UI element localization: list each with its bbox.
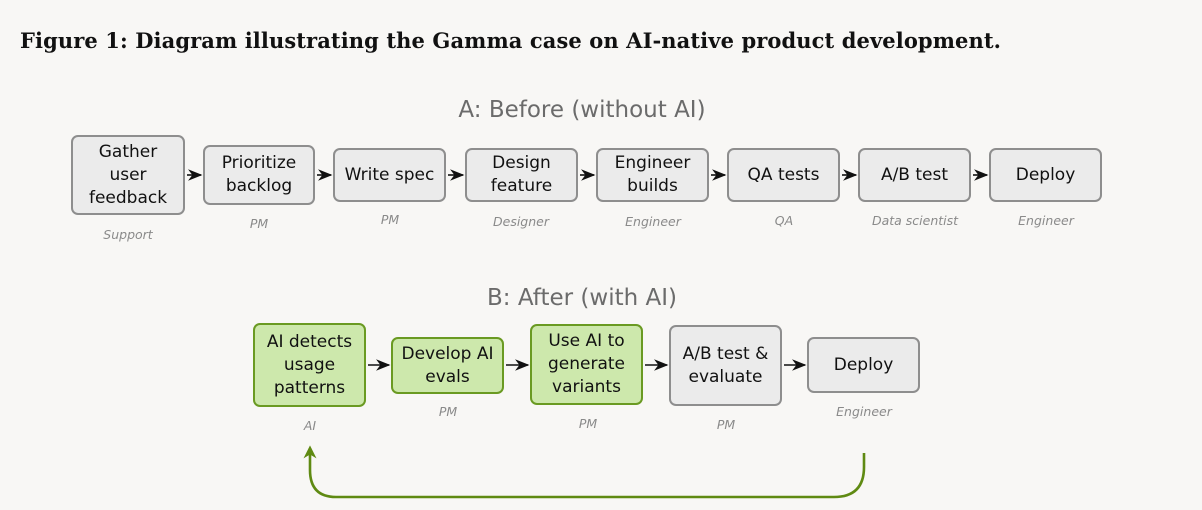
after-step-generate-variants: Use AI to generate variants (530, 324, 643, 405)
after-step-develop-ai-evals: Develop AI evals (391, 337, 504, 394)
after-role-ai: AI (303, 418, 317, 433)
after-step-ai-detects-patterns: AI detects usage patterns (253, 323, 366, 407)
before-role-engineer-1: Engineer (625, 214, 681, 229)
section-title-after: B: After (with AI) (487, 285, 677, 311)
after-role-pm-3: PM (716, 417, 736, 432)
before-role-qa: QA (774, 213, 794, 228)
before-role-support: Support (103, 227, 153, 242)
figure-caption: Figure 1: Diagram illustrating the Gamma… (20, 28, 1002, 53)
after-role-pm-2: PM (578, 416, 598, 431)
after-step-ab-test-evaluate: A/B test & evaluate (669, 325, 782, 406)
before-step-ab-test: A/B test (858, 148, 971, 202)
before-step-design-feature: Design feature (465, 148, 578, 202)
before-role-pm-1: PM (249, 216, 269, 231)
before-role-engineer-2: Engineer (1018, 213, 1074, 228)
before-step-gather-feedback: Gather user feedback (71, 135, 185, 215)
before-role-designer: Designer (493, 214, 549, 229)
before-step-write-spec: Write spec (333, 148, 446, 202)
feedback-loop-arrow (303, 445, 866, 499)
before-step-qa-tests: QA tests (727, 148, 840, 202)
before-role-data-scientist: Data scientist (871, 213, 959, 228)
after-role-engineer: Engineer (836, 404, 892, 419)
before-step-deploy: Deploy (989, 148, 1102, 202)
before-step-engineer-builds: Engineer builds (596, 148, 709, 202)
after-role-pm-1: PM (438, 404, 458, 419)
section-title-before: A: Before (without AI) (458, 97, 706, 123)
after-step-deploy: Deploy (807, 337, 920, 393)
before-role-pm-2: PM (380, 212, 400, 227)
before-step-prioritize-backlog: Prioritize backlog (203, 145, 315, 205)
